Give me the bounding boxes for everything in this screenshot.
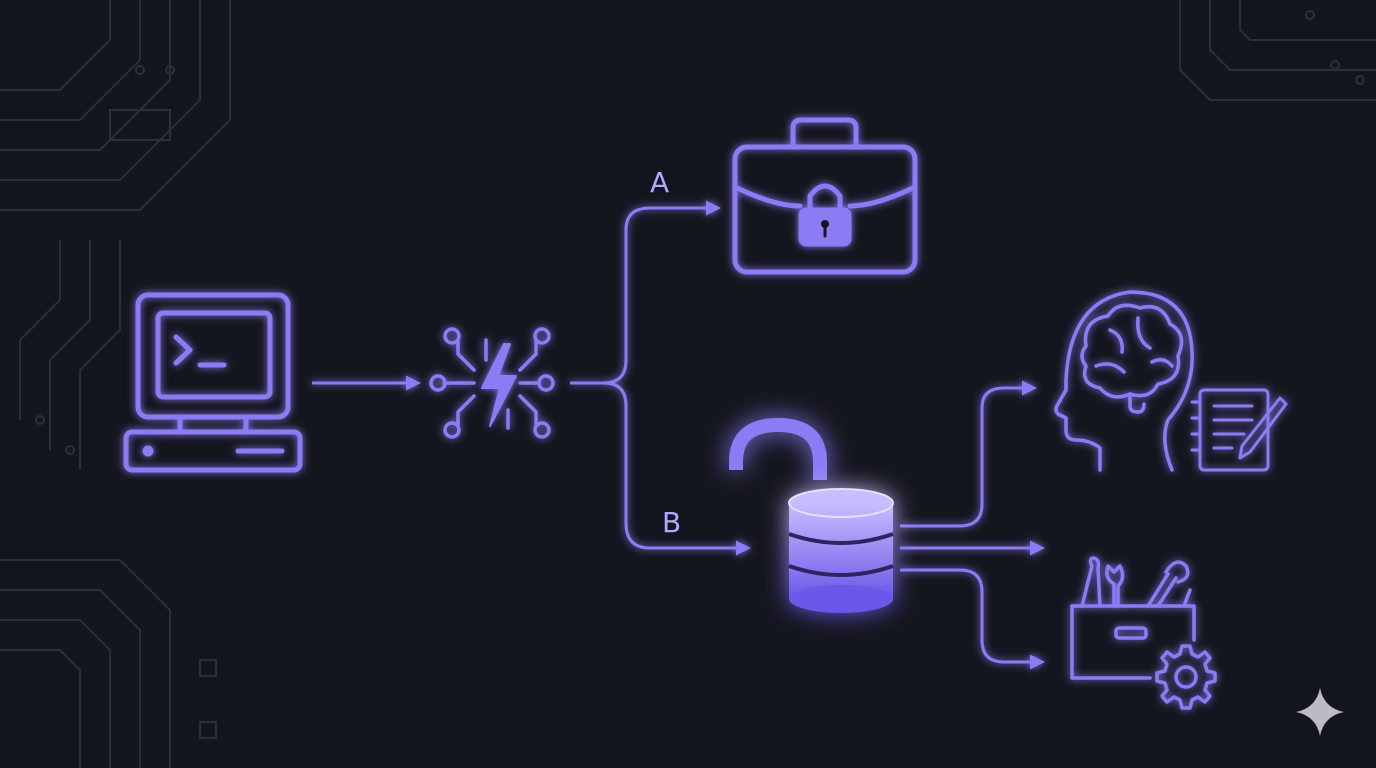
processor-lightning-icon <box>429 327 555 439</box>
sparkle-icon <box>1296 688 1344 736</box>
toolbox-icon <box>1070 556 1196 680</box>
notepad-pencil-icon <box>1190 388 1288 472</box>
arrow-db-to-toolbox <box>900 568 1045 670</box>
unlocked-database-icon <box>729 417 894 613</box>
arrow-db-to-brain <box>900 380 1037 528</box>
branch-b-arrow <box>603 381 751 556</box>
branch-a-label: A <box>650 166 669 199</box>
gear-icon <box>1155 644 1217 710</box>
locked-briefcase-icon <box>732 117 918 275</box>
head-brain-icon <box>1054 290 1194 472</box>
connectors <box>312 200 1045 670</box>
branch-a-arrow <box>603 200 721 385</box>
branch-b-label: B <box>662 506 681 539</box>
computer-terminal-icon <box>123 292 303 473</box>
open-shackle <box>729 417 827 480</box>
